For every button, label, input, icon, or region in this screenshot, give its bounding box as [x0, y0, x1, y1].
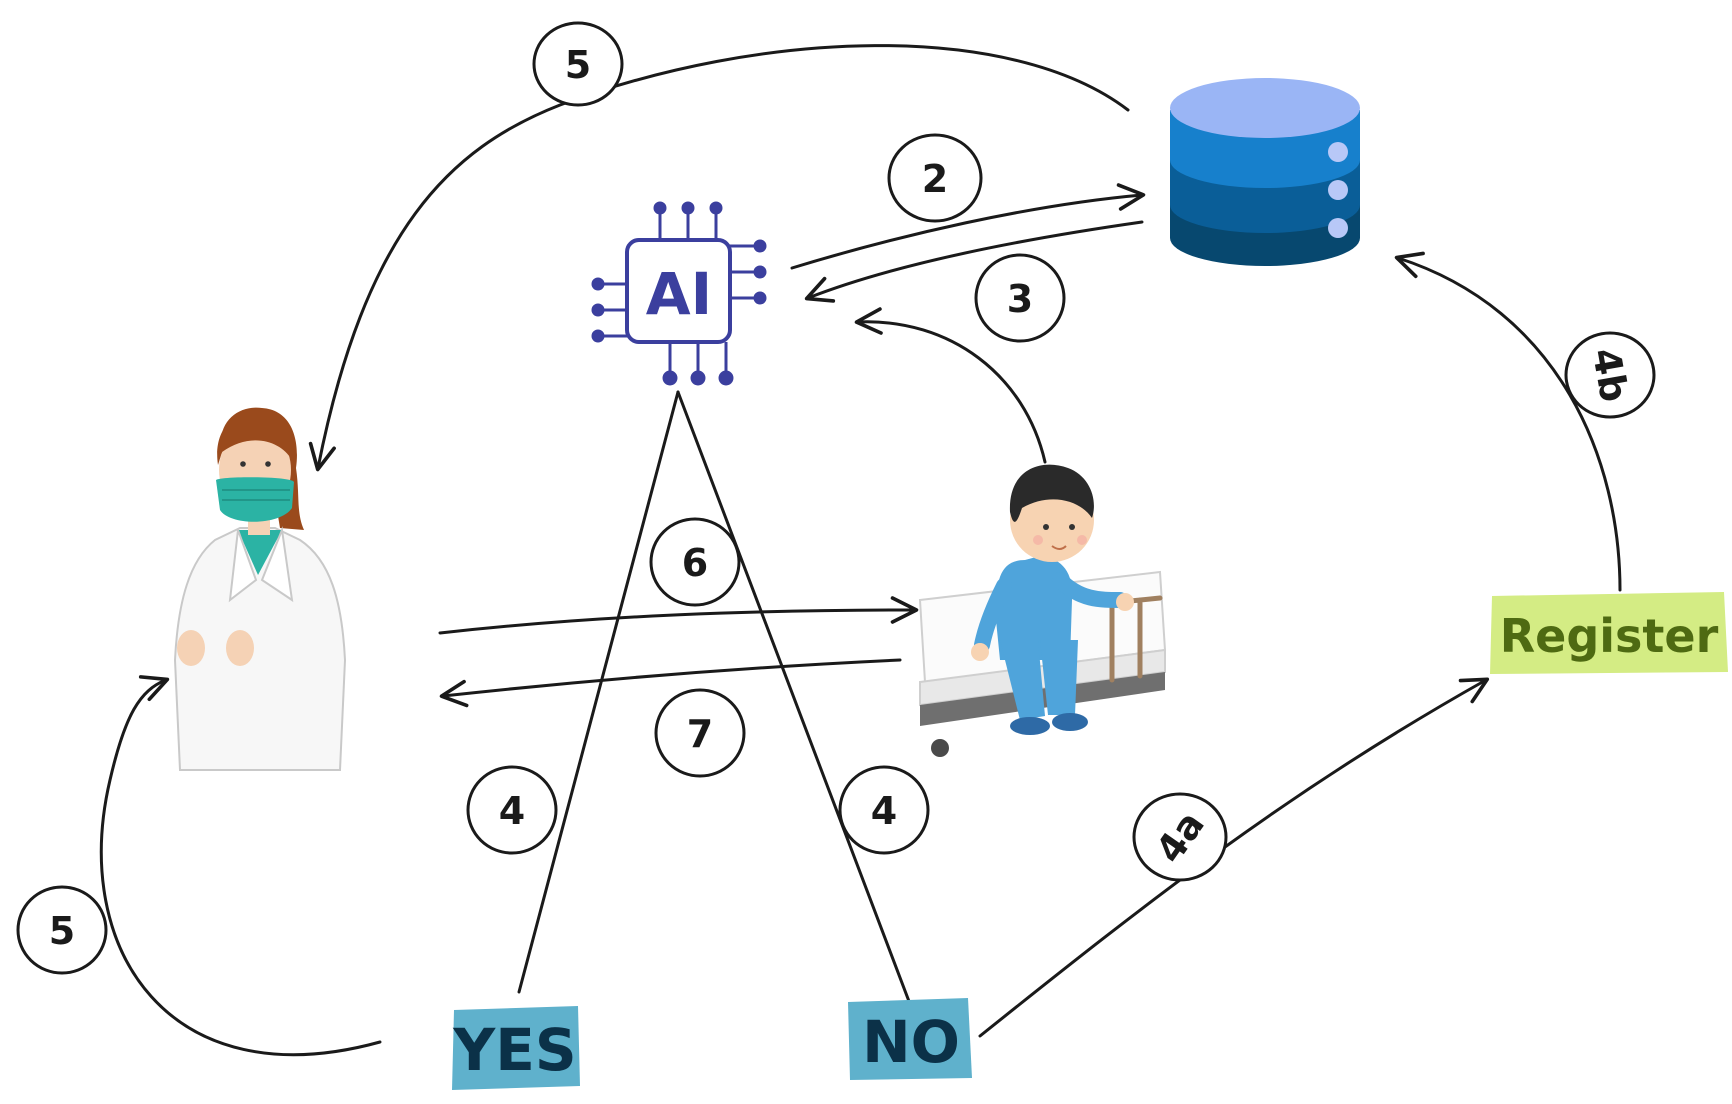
step-circle-7: [654, 688, 746, 778]
step-circle-4b: [1564, 331, 1656, 419]
yes-label-box: [452, 1006, 580, 1090]
database-icon: [1170, 78, 1360, 266]
arrow-register-to-db: [1394, 251, 1622, 592]
step-circle-4-right: [838, 765, 930, 855]
step-6: 6: [682, 541, 708, 585]
step-markers: [16, 21, 1656, 975]
step-4b: 4b: [1584, 345, 1637, 405]
step-4-left: 4: [499, 789, 525, 833]
arrow-doctor-to-patient: [438, 596, 919, 635]
step-2: 2: [922, 157, 948, 201]
step-circle-3: [974, 253, 1066, 343]
arrow-no-to-register: [978, 677, 1490, 1038]
ai-chip-icon: [591, 201, 767, 386]
connectors: [100, 44, 1622, 1057]
register-label: Register: [1500, 609, 1719, 663]
step-circle-2: [887, 133, 983, 223]
step-circle-5-left: [16, 885, 108, 975]
line-ai-to-no: [676, 390, 912, 1006]
ai-chip-label: AI: [646, 260, 712, 328]
register-label-box: [1490, 592, 1728, 674]
arrow-ai-to-db: [790, 183, 1146, 270]
no-label-box: [848, 998, 972, 1080]
step-5-left: 5: [49, 909, 75, 953]
step-circle-4-left: [466, 765, 558, 855]
step-circle-5-top: [532, 21, 624, 107]
step-7: 7: [687, 712, 713, 756]
step-3: 3: [1007, 277, 1033, 321]
arrow-yes-to-doctor: [100, 675, 382, 1057]
doctor-icon: [173, 407, 347, 771]
patient-bed-icon: [918, 464, 1167, 757]
arrow-db-to-ai: [804, 220, 1144, 303]
no-label: NO: [862, 1008, 960, 1076]
step-circle-6: [649, 517, 741, 607]
step-5-top: 5: [565, 43, 591, 87]
yes-label: YES: [452, 1016, 576, 1084]
step-circle-4a: [1132, 792, 1228, 882]
arrow-patient-to-ai: [854, 307, 1047, 464]
arrow-patient-to-doctor: [439, 658, 902, 708]
line-ai-to-yes: [517, 390, 680, 994]
step-4-right: 4: [871, 789, 897, 833]
